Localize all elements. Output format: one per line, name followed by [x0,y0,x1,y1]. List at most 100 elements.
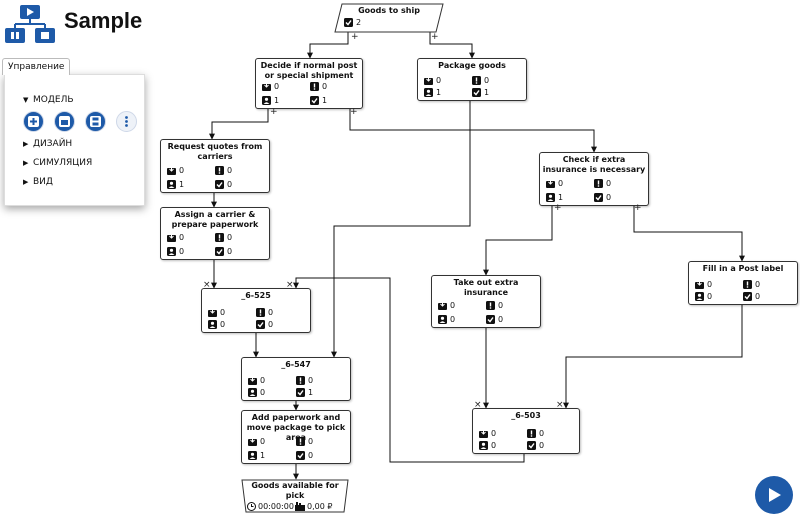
caret-down-icon: ▼ [23,96,29,104]
inbox-icon [695,280,704,289]
edge-package-j547 [331,100,471,358]
done-stat: 1 [296,388,313,397]
alert-stat: 0 [296,437,313,446]
checkbox-icon [743,292,752,301]
control-panel: ▼МОДЕЛЬ ▶ДИЗАЙН ▶СИМУЛЯЦИЯ ▶ВИД [4,74,145,206]
inbox-icon [438,301,447,310]
node-title: Fill in a Post label [702,264,784,273]
queue-stat: 0 [546,179,563,188]
queue-stat: 0 [438,301,455,310]
checkbox-icon [296,451,305,460]
alert-stat: 0 [527,429,544,438]
user-stat: 0 [248,388,265,397]
alert-icon [215,166,224,175]
end-node-goods-available[interactable]: Goods available for pick 00:00:00 0,00 ₽ [241,479,349,513]
more-icon [125,116,129,127]
caret-right-icon: ▶ [23,140,29,148]
checkbox-icon [486,315,495,324]
inbox-icon [546,179,555,188]
section-view[interactable]: ▶ВИД [23,177,53,187]
start-node-goods-to-ship[interactable]: Goods to ship 2 [334,3,444,33]
edge-j503-j525 [293,277,525,463]
and-gateway-mark: + [270,107,278,117]
alert-icon [256,308,265,317]
edge-start-decide [307,32,349,59]
checkbox-icon [527,441,536,450]
inbox-icon [424,76,433,85]
end-cost: 0,00 ₽ [295,502,332,511]
add-button[interactable] [23,111,44,132]
user-icon [438,315,447,324]
alert-icon [527,429,536,438]
alert-stat: 0 [310,82,327,91]
user-stat: 0 [438,315,455,324]
task-decide[interactable]: Decide if normal post or special shipmen… [255,58,363,109]
node-title: Add paperwork and move package to pick a… [246,413,346,442]
node-title: Request quotes from carriers [167,142,263,161]
node-title: _6-547 [281,360,311,369]
save-button[interactable] [85,111,107,132]
user-icon [167,247,176,256]
edge-start-package [429,32,475,59]
user-stat: 1 [167,180,184,189]
inbox-icon [248,376,257,385]
edge-check-insure [483,204,553,276]
done-stat: 1 [472,88,489,97]
node-title: _6-525 [241,291,271,300]
inbox-icon [262,82,271,91]
play-icon [769,488,781,502]
node-title: Assign a carrier & prepare paperwork [171,210,259,229]
junction-547[interactable]: _6-547 0 0 0 1 [241,357,351,401]
queue-stat: 0 [248,376,265,385]
alert-stat: 0 [486,301,503,310]
user-stat: 1 [248,451,265,460]
edge-check-label [633,204,745,262]
more-button[interactable] [116,111,138,132]
alert-stat: 0 [296,376,313,385]
node-title: Goods available for pick [251,481,339,500]
node-title: _6-503 [511,411,541,420]
section-design[interactable]: ▶ДИЗАЙН [23,139,73,149]
done-stat: 0 [594,193,611,202]
start-shape [334,3,444,33]
task-addpw[interactable]: Add paperwork and move package to pick a… [241,410,351,464]
user-icon [248,451,257,460]
edge-decide-quotes [209,108,269,140]
alert-stat: 0 [215,233,232,242]
and-gateway-mark: + [350,107,358,117]
queue-stat: 0 [695,280,712,289]
open-button[interactable] [54,111,76,132]
done-stat: 0 [215,180,232,189]
section-model[interactable]: ▼МОДЕЛЬ [23,95,74,105]
section-simulation[interactable]: ▶СИМУЛЯЦИЯ [23,158,93,168]
cost-icon [295,502,305,511]
done-stat: 1 [310,96,327,105]
and-gateway-mark: + [351,32,359,42]
run-simulation-button[interactable] [755,476,793,514]
queue-stat: 0 [167,166,184,175]
or-gateway-mark: × [203,280,211,290]
done-stat: 0 [296,451,313,460]
tab-control[interactable]: Управление [2,58,71,75]
checkbox-icon [256,320,265,329]
start-count: 2 [344,18,361,27]
model-toolbar [23,111,142,136]
inbox-icon [167,233,176,242]
or-gateway-mark: × [556,400,564,410]
done-stat: 0 [215,247,232,256]
user-icon [479,441,488,450]
alert-stat: 0 [594,179,611,188]
done-stat: 0 [527,441,544,450]
app-title: Sample [64,8,143,33]
node-title: Package goods [438,61,506,70]
user-stat: 1 [546,193,563,202]
clock-icon [247,502,256,511]
